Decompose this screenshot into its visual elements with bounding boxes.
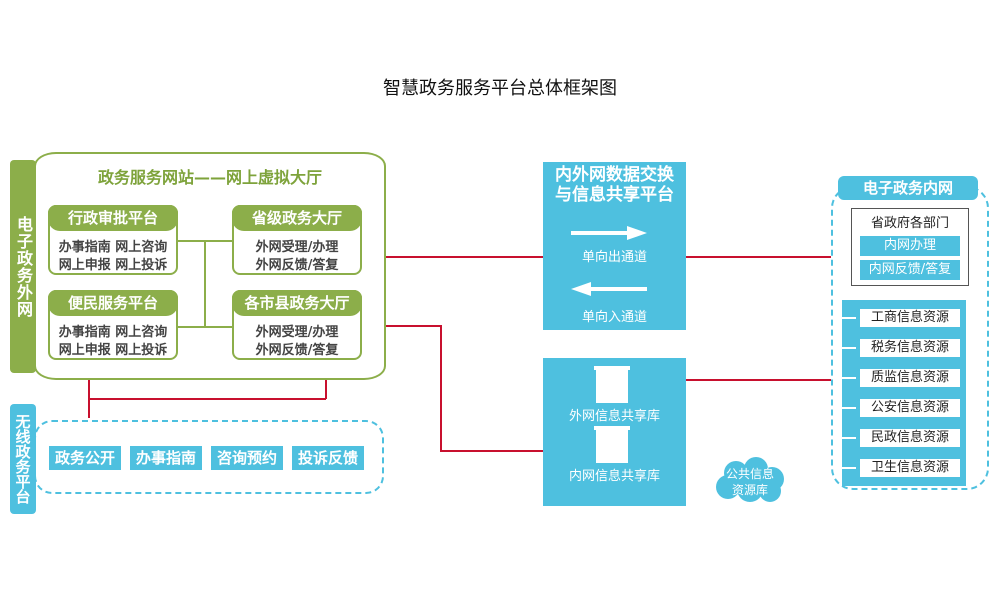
- box-line: 网上申报 网上投诉: [58, 258, 168, 273]
- box-line: 外网受理/办理: [255, 325, 339, 340]
- link-line: [440, 325, 442, 451]
- website-title: 政务服务网站——网上虚拟大厅: [97, 168, 322, 187]
- wireless-item: 办事指南: [130, 446, 202, 470]
- wireless-label: 无线政务平台: [10, 404, 36, 514]
- box-title: 便民服务平台: [48, 290, 178, 316]
- out-channel-label: 单向出通道: [581, 250, 647, 265]
- public-resource-label: 公共信息 资源库: [714, 466, 786, 498]
- dept-item: 内网反馈/答复: [860, 260, 960, 280]
- box-title: 各市县政务大厅: [232, 290, 362, 316]
- resource-item: 民政信息资源: [858, 427, 962, 449]
- database-icon: [594, 426, 630, 463]
- approval-platform-box: 行政审批平台 办事指南 网上咨询 网上申报 网上投诉: [48, 205, 178, 275]
- arrow-right-icon: [571, 226, 647, 240]
- arrow-left-icon: [571, 282, 647, 296]
- wireless-item: 投诉反馈: [292, 446, 364, 470]
- resource-tick: [842, 437, 856, 439]
- convenience-platform-box: 便民服务平台 办事指南 网上咨询 网上申报 网上投诉: [48, 290, 178, 360]
- resource-tick: [842, 347, 856, 349]
- resource-item: 公安信息资源: [858, 397, 962, 419]
- public-resource-line: 资源库: [731, 483, 768, 497]
- resource-item: 税务信息资源: [858, 337, 962, 359]
- link-line: [686, 256, 831, 258]
- box-line: 办事指南 网上咨询: [58, 240, 168, 255]
- exchange-platform: [543, 162, 686, 330]
- link-line: [686, 379, 831, 381]
- box-title: 行政审批平台: [48, 205, 178, 231]
- link-line: [440, 450, 543, 452]
- resource-tick: [842, 377, 856, 379]
- box-title: 省级政务大厅: [232, 205, 362, 231]
- link-line: [386, 256, 543, 258]
- link-line: [325, 380, 327, 399]
- exchange-title-line: 内外网数据交换: [555, 165, 674, 185]
- box-line: 网上申报 网上投诉: [58, 343, 168, 358]
- resource-item: 质监信息资源: [858, 367, 962, 389]
- wireless-item: 政务公开: [49, 446, 121, 470]
- cloud-icon: [716, 457, 784, 502]
- resource-item: 工商信息资源: [858, 307, 962, 329]
- connector-line: [204, 240, 206, 328]
- in-channel-label: 单向入通道: [581, 310, 647, 325]
- public-resource-line: 公共信息: [725, 467, 774, 481]
- resource-tick: [842, 467, 856, 469]
- box-line: 外网反馈/答复: [255, 343, 339, 358]
- database-icon: [594, 366, 630, 403]
- exchange-title-line: 与信息共享平台: [555, 185, 674, 205]
- resource-tick: [842, 407, 856, 409]
- inner-shared-db-label: 内网信息共享库: [568, 469, 660, 484]
- resource-tick: [842, 317, 856, 319]
- outer-shared-db-label: 外网信息共享库: [568, 409, 660, 424]
- wireless-item: 咨询预约: [211, 446, 283, 470]
- external-network-label: 电子政务外网: [10, 160, 36, 373]
- departments-title: 省政府各部门: [870, 216, 949, 231]
- resource-stack: [842, 300, 966, 486]
- link-line: [88, 398, 326, 400]
- exchange-title: 内外网数据交换 与信息共享平台: [543, 165, 686, 205]
- box-line: 外网反馈/答复: [255, 258, 339, 273]
- city-county-hall-box: 各市县政务大厅 外网受理/办理 外网反馈/答复: [232, 290, 362, 360]
- provincial-hall-box: 省级政务大厅 外网受理/办理 外网反馈/答复: [232, 205, 362, 275]
- dept-item: 内网办理: [860, 236, 960, 256]
- link-line: [386, 325, 441, 327]
- box-line: 办事指南 网上咨询: [58, 325, 168, 340]
- diagram-title: 智慧政务服务平台总体框架图: [383, 78, 617, 99]
- box-line: 外网受理/办理: [255, 240, 339, 255]
- resource-item: 卫生信息资源: [858, 457, 962, 479]
- internal-network-label: 电子政务内网: [838, 176, 978, 200]
